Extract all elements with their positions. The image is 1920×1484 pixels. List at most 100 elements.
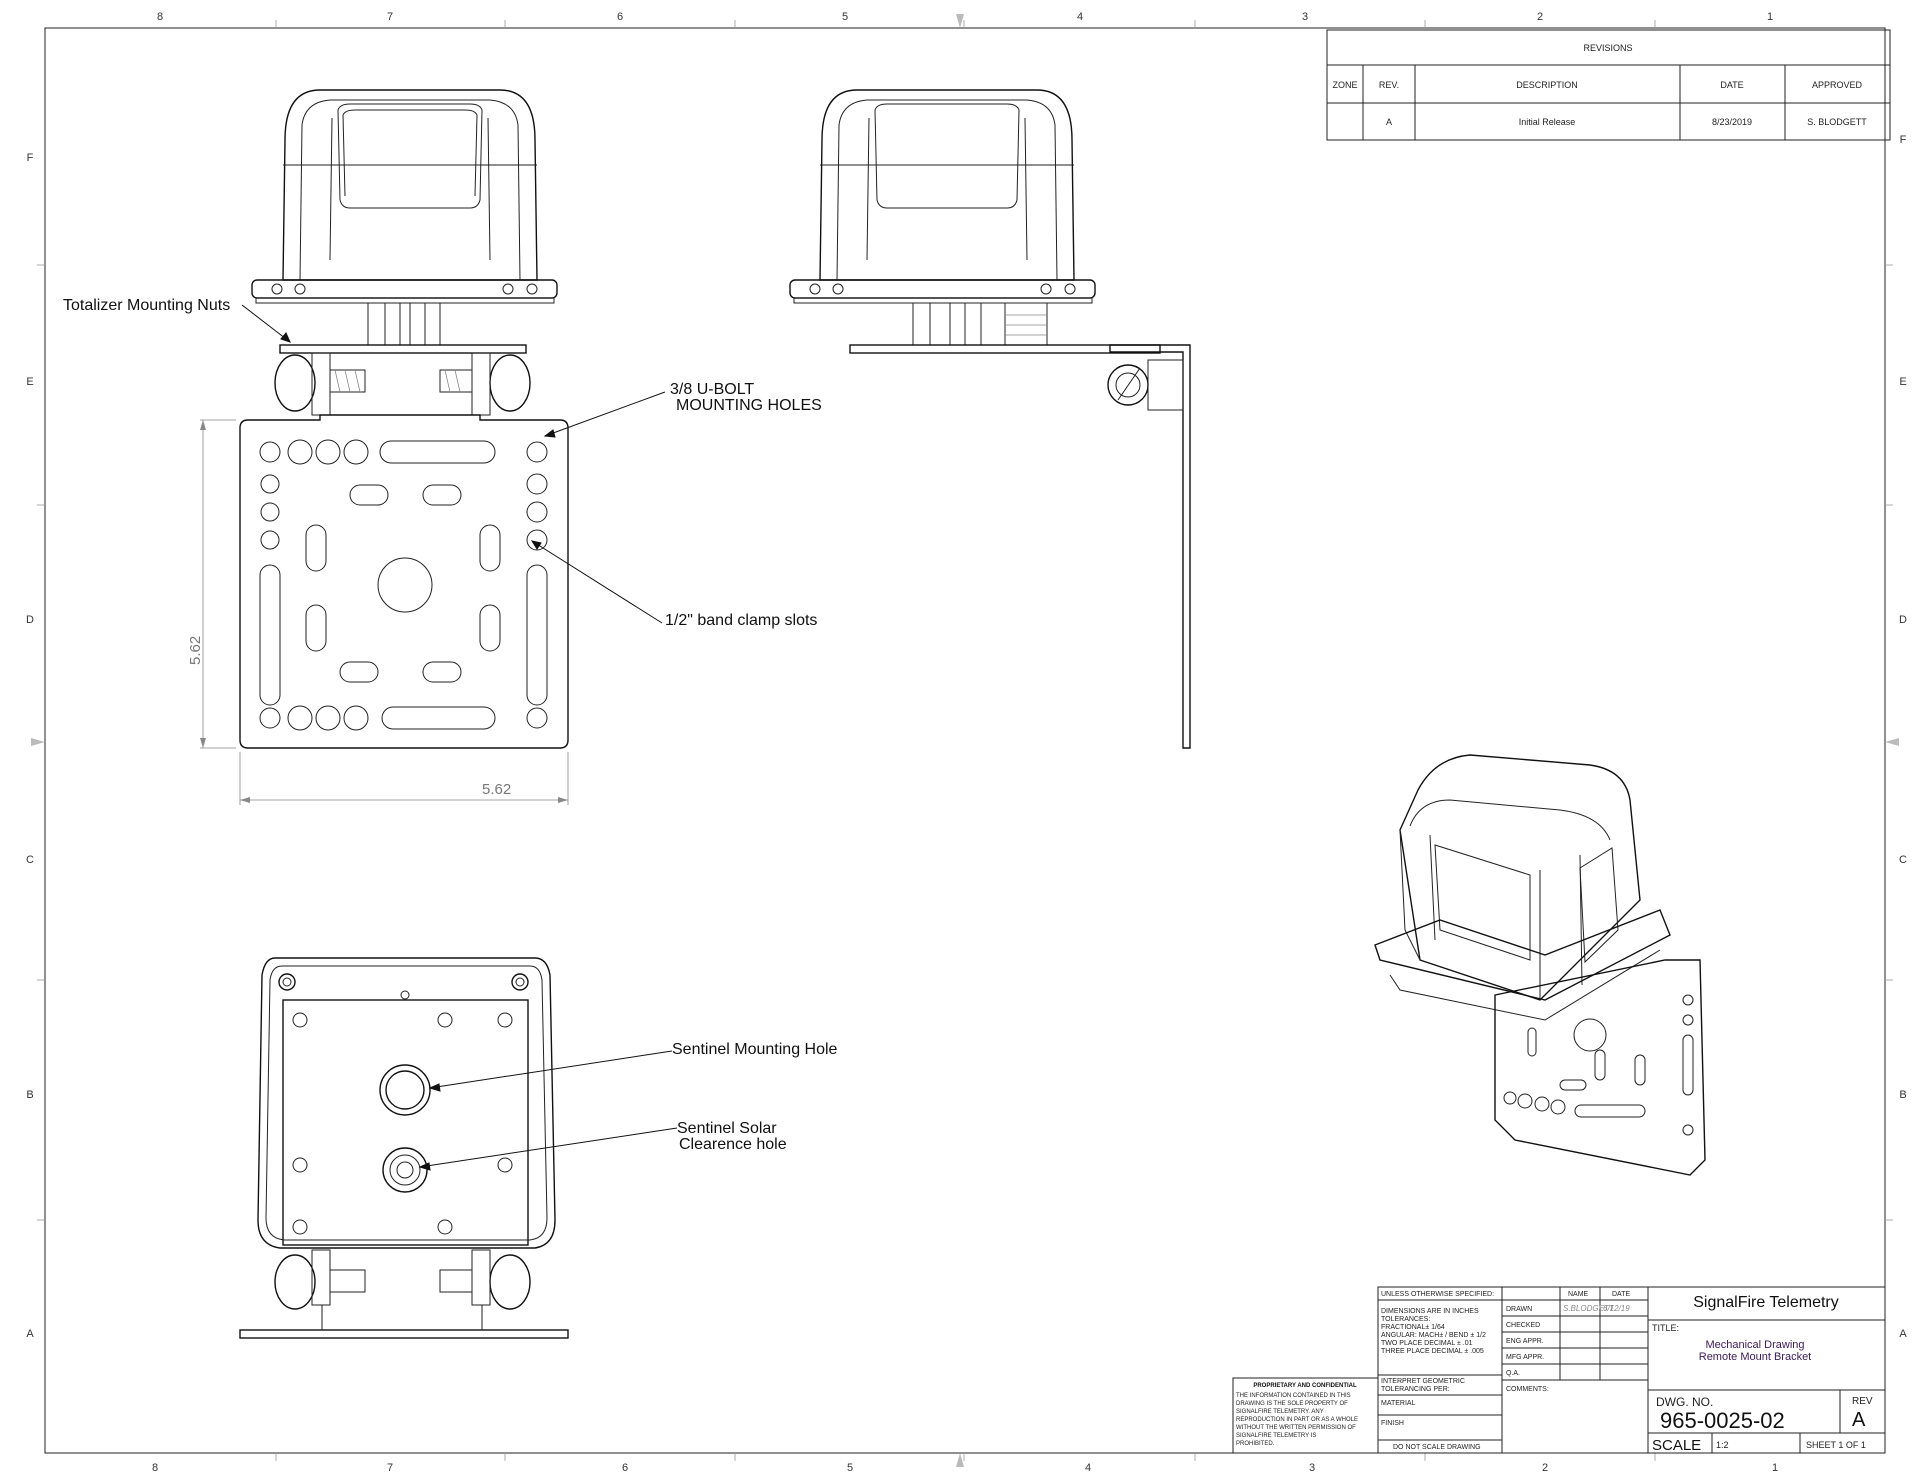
tb-finish: FINISH <box>1381 1420 1404 1427</box>
rev-header-zone: ZONE <box>1332 80 1357 90</box>
tb-role-checked: CHECKED <box>1506 1322 1540 1329</box>
tb-prop-line-1: THE INFORMATION CONTAINED IN THIS <box>1236 1393 1351 1399</box>
zone-row-f-right: F <box>1900 134 1907 146</box>
enclosure-window <box>337 103 483 209</box>
iso-enclosure-top <box>1399 754 1641 1001</box>
zone-col-4-bottom: 4 <box>1085 1462 1091 1474</box>
isometric-view <box>1374 754 1706 1176</box>
tb-dwg-no-label: DWG. NO. <box>1656 1395 1713 1409</box>
sentinel-mounting-hole <box>379 1064 431 1116</box>
tb-dims-line-6: THREE PLACE DECIMAL ± .005 <box>1381 1348 1484 1355</box>
bracket-plate <box>239 414 569 749</box>
bottom-enclosure <box>257 957 556 1249</box>
callout-solar-line2: Clearence hole <box>679 1136 787 1153</box>
tb-unless-specified: UNLESS OTHERWISE SPECIFIED: <box>1381 1291 1494 1298</box>
zone-row-a: A <box>26 1328 34 1340</box>
zone-row-e-right: E <box>1899 376 1906 388</box>
zone-row-b-right: B <box>1899 1089 1906 1101</box>
tb-drawn-name: S.BLODGETT <box>1563 1304 1615 1313</box>
zone-row-e: E <box>26 376 33 388</box>
callout-totalizer-nuts: Totalizer Mounting Nuts <box>63 297 230 314</box>
tb-title-label: TITLE: <box>1652 1323 1679 1333</box>
rev-header-rev: REV. <box>1379 80 1399 90</box>
tb-prop-line-6: SIGNALFIRE TELEMETRY IS <box>1236 1433 1316 1439</box>
tb-drawn-date: 6/12/19 <box>1603 1304 1630 1313</box>
wing-nut-left <box>274 354 316 412</box>
callout-band-clamp: 1/2" band clamp slots <box>665 612 817 629</box>
zone-col-5-bottom: 5 <box>847 1462 853 1474</box>
zone-row-c-right: C <box>1899 854 1907 866</box>
tb-scale-label: SCALE <box>1652 1437 1701 1454</box>
bottom-view <box>239 957 569 1339</box>
callout-ubolt-line1: 3/8 U-BOLT <box>670 381 754 398</box>
dimension-height: 5.62 <box>187 636 204 665</box>
tb-dims-line-3: FRACTIONAL± 1/64 <box>1381 1324 1445 1331</box>
tb-material: MATERIAL <box>1381 1400 1416 1407</box>
zone-labels-bottom: 8 7 6 5 4 3 2 1 <box>152 1462 1778 1474</box>
tb-interpret-2: TOLERANCING PER: <box>1381 1386 1450 1393</box>
bottom-plate <box>282 999 529 1246</box>
tb-prop-line-7: PROHIBITED. <box>1236 1441 1275 1447</box>
centering-arrows <box>31 14 1899 1467</box>
tb-interpret-1: INTERPRET GEOMETRIC <box>1381 1378 1465 1385</box>
callout-ubolt-line2: MOUNTING HOLES <box>676 397 822 414</box>
zone-col-7-bottom: 7 <box>387 1462 393 1474</box>
tb-dims-line-1: DIMENSIONS ARE IN INCHES <box>1381 1308 1479 1315</box>
zone-labels-top: 8 7 6 5 4 3 2 1 <box>157 11 1773 23</box>
zone-row-d: D <box>26 614 34 626</box>
tb-rev-label: REV <box>1852 1396 1873 1407</box>
tb-dims-line-2: TOLERANCES: <box>1381 1316 1430 1323</box>
tb-comments: COMMENTS: <box>1506 1386 1549 1393</box>
tb-prop-line-4: REPRODUCTION IN PART OR AS A WHOLE <box>1236 1417 1358 1423</box>
tb-do-not-scale: DO NOT SCALE DRAWING <box>1393 1444 1481 1451</box>
zone-col-8-bottom: 8 <box>152 1462 158 1474</box>
zone-labels-left: F E D C B A <box>26 152 34 1340</box>
enclosure-body <box>282 89 538 281</box>
zone-col-6: 6 <box>617 11 623 23</box>
zone-col-6-bottom: 6 <box>622 1462 628 1474</box>
callout-solar-line1: Sentinel Solar <box>677 1120 777 1137</box>
zone-col-4: 4 <box>1077 11 1083 23</box>
revisions-title: REVISIONS <box>1583 43 1632 53</box>
wing-nut-right <box>489 354 531 412</box>
tb-title-line2: Remote Mount Bracket <box>1699 1351 1812 1363</box>
zone-col-1-bottom: 1 <box>1772 1462 1778 1474</box>
tb-prop-line-3: SIGNALFIRE TELEMETRY. ANY <box>1236 1409 1324 1415</box>
rev-row-approved: S. BLODGETT <box>1807 117 1867 127</box>
side-enclosure-body <box>819 89 1075 281</box>
tb-dims-line-4: ANGULAR: MACH± / BEND ± 1/2 <box>1381 1332 1486 1339</box>
tb-prop-line-5: WITHOUT THE WRITTEN PERMISSION OF <box>1236 1425 1356 1431</box>
zone-col-7: 7 <box>387 11 393 23</box>
zone-row-c: C <box>26 854 34 866</box>
enclosure-flange <box>251 279 558 299</box>
tb-rev: A <box>1852 1409 1866 1431</box>
zone-col-8: 8 <box>157 11 163 23</box>
rev-header-date: DATE <box>1720 80 1743 90</box>
zone-col-3: 3 <box>1302 11 1308 23</box>
zone-col-5: 5 <box>842 11 848 23</box>
tb-sheet: SHEET 1 OF 1 <box>1806 1440 1866 1450</box>
leader-lines <box>241 304 678 1171</box>
tb-dwg-no: 965-0025-02 <box>1660 1408 1785 1433</box>
front-view <box>200 89 569 805</box>
rev-row-date: 8/23/2019 <box>1712 117 1752 127</box>
zone-labels-right: F E D C B A <box>1899 134 1907 1340</box>
tb-role-drawn: DRAWN <box>1506 1306 1532 1313</box>
zone-col-2-bottom: 2 <box>1542 1462 1548 1474</box>
stem <box>367 302 441 346</box>
revisions-table: REVISIONS ZONE REV. DESCRIPTION DATE APP… <box>1326 29 1891 141</box>
rev-row-rev: A <box>1386 117 1392 127</box>
tb-proprietary-title: PROPRIETARY AND CONFIDENTIAL <box>1253 1383 1357 1389</box>
zone-col-1: 1 <box>1767 11 1773 23</box>
callout-sentinel-hole: Sentinel Mounting Hole <box>672 1041 838 1058</box>
tb-dims-line-5: TWO PLACE DECIMAL ± .01 <box>1381 1340 1473 1347</box>
solar-clearance-hole <box>382 1147 428 1193</box>
tb-scale: 1:2 <box>1716 1440 1729 1450</box>
zone-row-f: F <box>27 152 34 164</box>
rev-header-approved: APPROVED <box>1812 80 1863 90</box>
iso-bracket <box>1494 959 1706 1176</box>
tb-role-mfg: MFG APPR. <box>1506 1354 1544 1361</box>
dimension-width: 5.62 <box>482 781 511 798</box>
tb-company: SignalFire Telemetry <box>1693 1294 1839 1311</box>
